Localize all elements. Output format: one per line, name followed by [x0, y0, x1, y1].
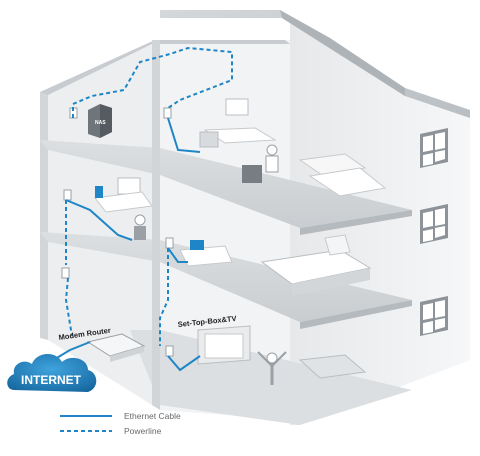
office-room	[199, 98, 387, 197]
floor-slab-lower	[40, 232, 412, 322]
modem-router-device	[86, 333, 146, 362]
tv-room	[197, 325, 367, 385]
middle-left-room	[94, 177, 153, 240]
floor-slab-upper	[40, 140, 412, 228]
legend-ethernet-label: Ethernet Cable	[124, 411, 181, 421]
roof	[160, 10, 470, 118]
nas-label: NAS	[95, 120, 106, 126]
top-ceiling	[40, 40, 160, 95]
powerline-paths	[64, 46, 233, 346]
left-wall-edge	[40, 90, 48, 340]
center-divider	[152, 40, 160, 410]
legend: Ethernet Cable Powerline	[60, 411, 181, 436]
side-windows	[420, 128, 448, 336]
floor-slab-upper-edge	[300, 210, 412, 235]
floor-slab-lower-edge	[300, 300, 412, 329]
gable-face	[280, 10, 405, 96]
top-ceiling-right	[155, 40, 290, 44]
internet-cloud: INTERNET	[7, 353, 97, 392]
back-wall-left	[48, 40, 160, 410]
internet-label: INTERNET	[21, 373, 82, 387]
nas-device: NAS	[88, 104, 112, 138]
bedroom	[179, 234, 372, 296]
legend-powerline-label: Powerline	[124, 426, 162, 436]
